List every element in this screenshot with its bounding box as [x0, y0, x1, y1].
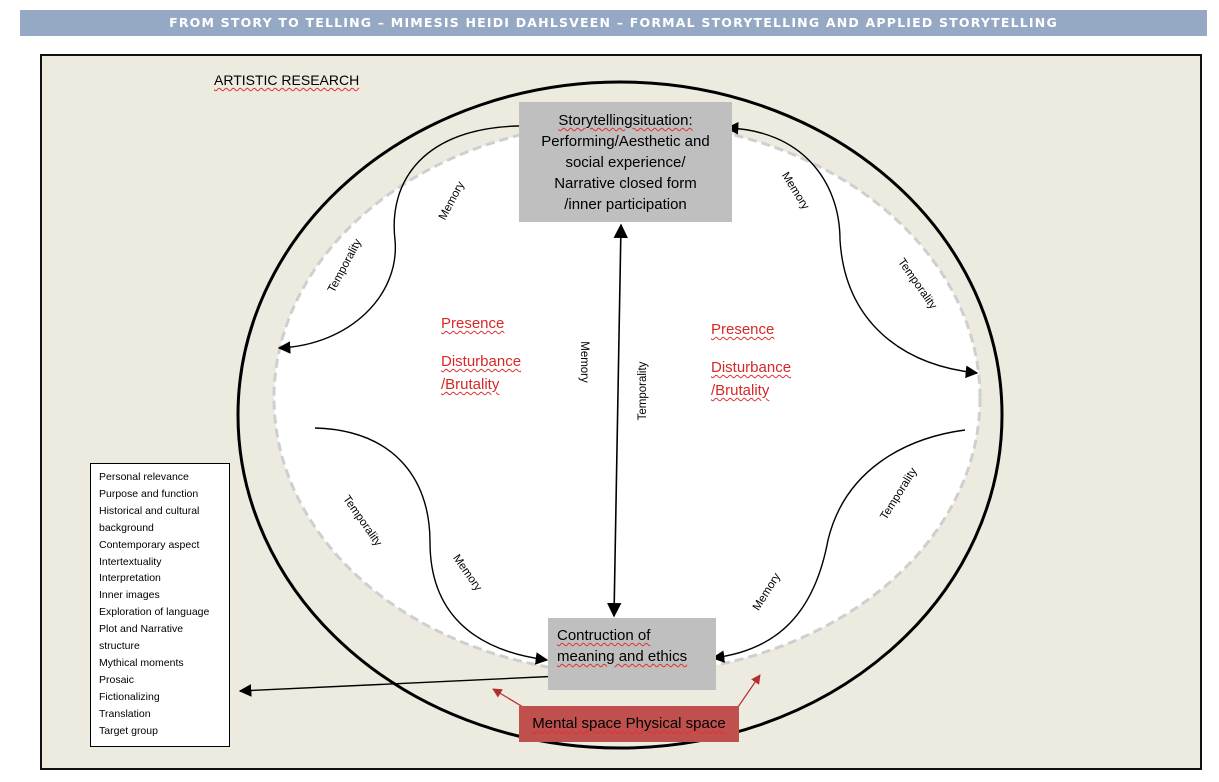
arc-top-right [725, 122, 979, 379]
right-presence-label: Presence [711, 321, 775, 338]
list-arrow [238, 675, 562, 697]
left-presence-label: Presence [441, 315, 505, 332]
central-temporality-label: Temporality [637, 361, 649, 421]
arc-bottom-left [314, 427, 549, 665]
outer-ellipse [236, 80, 1004, 750]
list-item: Intertextuality [99, 555, 162, 568]
arc-bottom-right [711, 429, 966, 663]
right-disturbance-label: Disturbance [711, 359, 792, 376]
list-item: Purpose and function [99, 487, 199, 500]
central-memory-label: Memory [578, 341, 590, 383]
mental-physical-space-box: Mental space Physical space [519, 706, 739, 742]
bottom-box-line-1: Contruction of [557, 627, 651, 644]
aspects-list-box: Personal relevance Purpose and function … [90, 463, 230, 747]
list-item: Historical and cultural [99, 504, 200, 517]
meaning-ethics-box: Contruction of meaning and ethics [548, 618, 716, 690]
list-item: Fictionalizing [99, 690, 160, 703]
top-box-line-4: Narrative closed form [554, 175, 697, 192]
top-box-line-5: /inner participation [564, 196, 687, 213]
top-box-line-1: Storytellingsituation: [558, 112, 693, 129]
list-item: Plot and Narrative [99, 623, 184, 636]
list-item: Inner images [99, 589, 160, 602]
list-item: Mythical moments [99, 656, 184, 669]
top-box-line-2: Performing/Aesthetic and [541, 133, 710, 150]
list-item: Target group [99, 724, 158, 737]
list-item: Interpretation [99, 572, 161, 585]
list-item: Exploration of language [99, 606, 210, 619]
top-box-line-3: social experience/ [565, 154, 686, 171]
list-item: Prosaic [99, 673, 135, 686]
list-item: Contemporary aspect [99, 538, 200, 551]
red-arrow-right [737, 674, 761, 708]
list-item: Personal relevance [99, 471, 189, 483]
left-brutality-label: /Brutality [441, 376, 500, 393]
left-disturbance-label: Disturbance [441, 353, 522, 370]
bottom-box-line-2: meaning and ethics [557, 648, 688, 665]
list-item: Translation [99, 707, 151, 720]
list-item: structure [99, 640, 140, 653]
central-arrow [607, 223, 628, 618]
list-item: background [99, 521, 154, 534]
artistic-research-label: ARTISTIC RESEARCH [214, 72, 360, 88]
page-header: FROM STORY TO TELLING – MIMESIS HEIDI DA… [20, 10, 1207, 36]
storytelling-situation-box: Storytellingsituation: Performing/Aesthe… [519, 102, 732, 222]
arc-top-left [277, 125, 520, 354]
right-brutality-label: /Brutality [711, 382, 770, 399]
